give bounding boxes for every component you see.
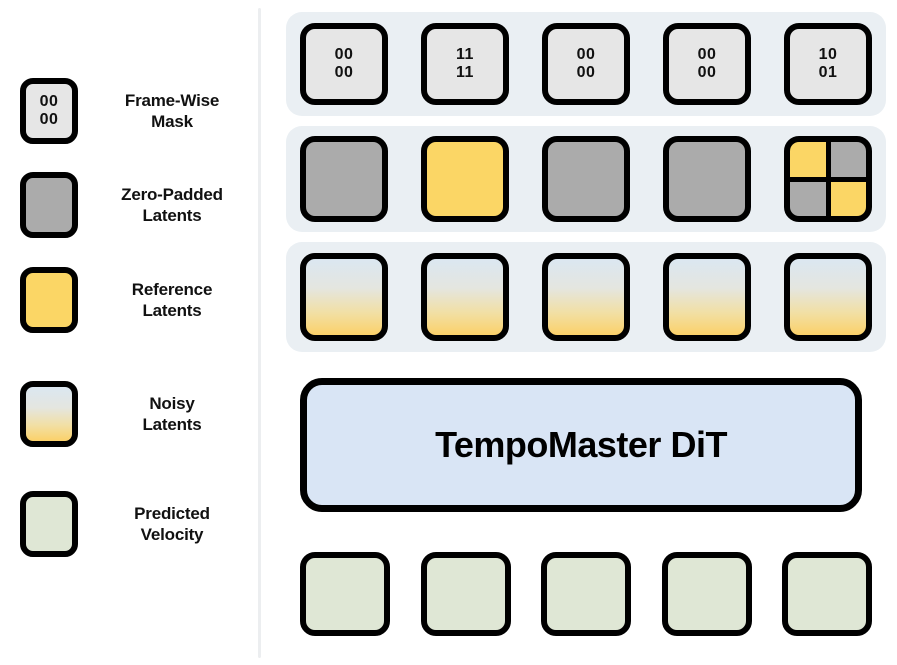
legend-label-line1: Reference bbox=[131, 279, 213, 299]
quadrant-top-right bbox=[830, 142, 866, 177]
legend-label-predicted-velocity: Predicted Velocity bbox=[92, 487, 252, 561]
mask-digit-top: 11 bbox=[456, 45, 474, 63]
zero-padded-latent-tile[interactable] bbox=[300, 136, 388, 222]
mask-digit-bottom: 01 bbox=[818, 64, 838, 81]
noisy-latent-tile[interactable] bbox=[784, 253, 872, 341]
predicted-velocity-tile[interactable] bbox=[661, 552, 752, 636]
legend-swatch-predicted-velocity bbox=[20, 491, 78, 557]
legend-item-zero-padded-latents: Zero-Padded Latents bbox=[0, 168, 258, 242]
legend-label-line2: Latents bbox=[142, 301, 202, 320]
mixed-latent-tile[interactable] bbox=[784, 136, 872, 222]
mask-tile[interactable]: 10 01 bbox=[784, 23, 872, 105]
legend-label-frame-wise-mask: Frame-Wise Mask bbox=[92, 74, 252, 148]
mask-digit-bottom: 00 bbox=[576, 64, 596, 81]
predicted-velocity-row bbox=[286, 545, 886, 643]
legend-swatch-zero-padded-latents bbox=[20, 172, 78, 238]
predicted-velocity-tile[interactable] bbox=[541, 552, 631, 636]
noisy-latent-tile[interactable] bbox=[663, 253, 751, 341]
legend-label-noisy-latents: Noisy Latents bbox=[92, 377, 252, 451]
legend-label-line1: Frame-Wise bbox=[124, 90, 220, 110]
zero-padded-latent-tile[interactable] bbox=[542, 136, 630, 222]
legend-item-reference-latents: Reference Latents bbox=[0, 263, 258, 337]
frame-wise-mask-row: 00 00 11 11 00 00 00 00 10 01 bbox=[286, 12, 886, 116]
noisy-latent-tile[interactable] bbox=[542, 253, 630, 341]
legend-label-line2: Mask bbox=[151, 112, 193, 131]
legend-swatch-reference-latents bbox=[20, 267, 78, 333]
legend-swatch-noisy-latents bbox=[20, 381, 78, 447]
tempomaster-dit-box[interactable]: TempoMaster DiT bbox=[300, 378, 862, 512]
legend-label-line2: Latents bbox=[142, 415, 202, 434]
quadrant-top-left bbox=[790, 142, 826, 177]
legend-label-zero-padded-latents: Zero-Padded Latents bbox=[92, 168, 252, 242]
quadrant-bottom-right bbox=[830, 181, 866, 216]
predicted-velocity-tile[interactable] bbox=[420, 552, 511, 636]
legend-panel: 00 00 Frame-Wise Mask Zero-Padded Latent… bbox=[0, 0, 258, 665]
mask-digit-top: 00 bbox=[697, 45, 717, 63]
legend-swatch-frame-wise-mask: 00 00 bbox=[20, 78, 78, 144]
predicted-velocity-tile[interactable] bbox=[782, 552, 872, 636]
predicted-velocity-tile[interactable] bbox=[300, 552, 390, 636]
tempomaster-dit-label: TempoMaster DiT bbox=[435, 424, 727, 465]
mask-tile[interactable]: 00 00 bbox=[663, 23, 751, 105]
noisy-latent-tile[interactable] bbox=[421, 253, 509, 341]
legend-label-reference-latents: Reference Latents bbox=[92, 263, 252, 337]
legend-label-line2: Latents bbox=[142, 206, 202, 225]
legend-divider bbox=[258, 8, 261, 658]
mask-digit-bottom: 11 bbox=[456, 64, 474, 81]
pipeline-stack: 00 00 11 11 00 00 00 00 10 01 bbox=[258, 0, 897, 665]
zero-padded-latent-tile[interactable] bbox=[663, 136, 751, 222]
mask-tile[interactable]: 00 00 bbox=[300, 23, 388, 105]
mask-digit-top: 00 bbox=[576, 45, 596, 63]
legend-item-noisy-latents: Noisy Latents bbox=[0, 377, 258, 451]
mask-digit-bottom: 00 bbox=[334, 64, 354, 81]
legend-label-line1: Predicted bbox=[134, 503, 210, 523]
legend-item-frame-wise-mask: 00 00 Frame-Wise Mask bbox=[0, 74, 258, 148]
quadrant-bottom-left bbox=[790, 181, 826, 216]
legend-label-line2: Velocity bbox=[140, 525, 204, 544]
mask-tile[interactable]: 11 11 bbox=[421, 23, 509, 105]
legend-label-line1: Noisy bbox=[149, 393, 195, 413]
conditioning-latent-row bbox=[286, 126, 886, 232]
reference-latent-tile[interactable] bbox=[421, 136, 509, 222]
noisy-latent-row bbox=[286, 242, 886, 352]
mask-tile[interactable]: 00 00 bbox=[542, 23, 630, 105]
mask-digit-bottom: 00 bbox=[697, 64, 717, 81]
legend-label-line1: Zero-Padded bbox=[121, 184, 223, 204]
mask-digit-top: 00 bbox=[334, 45, 354, 63]
legend-mask-digit-bottom: 00 bbox=[39, 111, 59, 128]
legend-mask-digit-top: 00 bbox=[39, 92, 59, 110]
legend-item-predicted-velocity: Predicted Velocity bbox=[0, 487, 258, 561]
noisy-latent-tile[interactable] bbox=[300, 253, 388, 341]
mask-digit-top: 10 bbox=[818, 45, 838, 63]
